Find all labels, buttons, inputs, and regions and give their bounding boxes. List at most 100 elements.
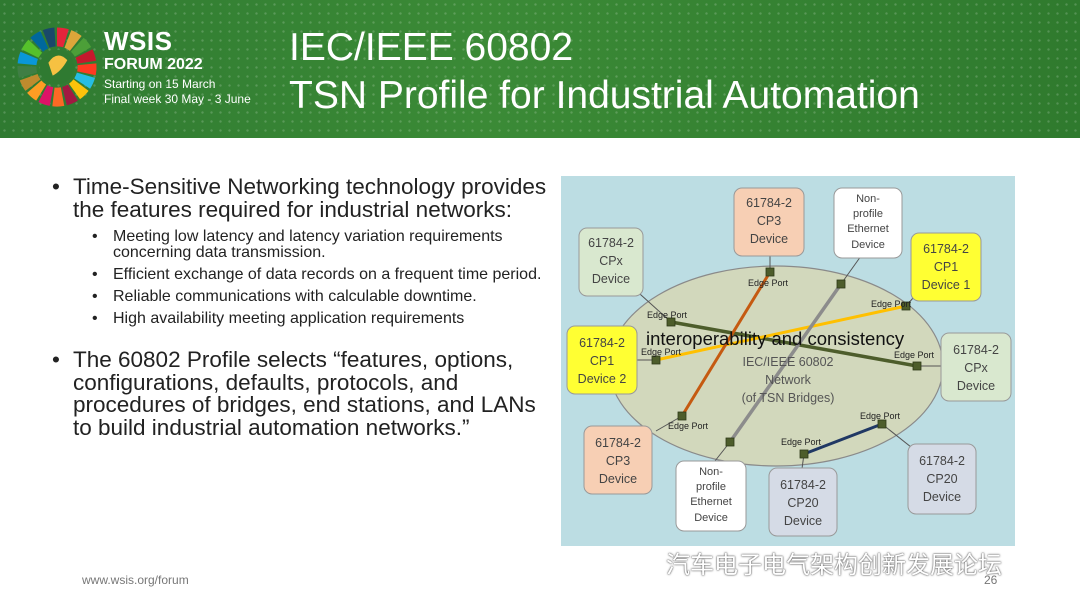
network-label-line3: (of TSN Bridges) — [742, 391, 835, 405]
logo-wheel-segment — [27, 80, 47, 101]
device-cp20-right: 61784-2 CP20 Device — [907, 443, 977, 515]
connector-nonprofile-top — [840, 255, 862, 285]
port-nonprofile-top — [836, 279, 846, 289]
final-week: Final week 30 May - 3 June — [104, 92, 251, 106]
logo-wheel-segment — [52, 87, 65, 107]
network-label-line2: Network — [765, 373, 812, 387]
svg-text:profile: profile — [696, 481, 726, 493]
svg-text:CP1: CP1 — [590, 354, 614, 368]
svg-text:Device 2: Device 2 — [578, 372, 627, 386]
watermark-text: 汽车电子电气架构创新发展论坛 — [666, 550, 1002, 579]
device-cp1-dev1: 61784-2 CP1 Device 1 — [910, 232, 982, 302]
svg-text:CP1: CP1 — [934, 260, 958, 274]
wsis-logo-text: WSIS — [104, 26, 173, 56]
slide-body: Time-Sensitive Networking technology pro… — [52, 175, 552, 439]
logo-wheel-segment — [19, 73, 41, 91]
svg-text:CP3: CP3 — [606, 454, 630, 468]
banner-texture — [0, 0, 1080, 138]
path-gray — [728, 282, 843, 444]
svg-text:Device: Device — [694, 512, 728, 524]
device-cpx-left: 61784-2 CPx Device — [578, 227, 644, 297]
sub-bullet: Efficient exchange of data records on a … — [92, 267, 552, 284]
logo-wheel-segment — [75, 49, 97, 64]
svg-text:61784-2: 61784-2 — [595, 436, 641, 450]
sub-bullet-list: Meeting low latency and latency variatio… — [52, 229, 552, 328]
bullet-tsn: Time-Sensitive Networking technology pro… — [52, 175, 552, 221]
svg-text:Device: Device — [784, 514, 822, 528]
interoperability-overlay: interoperability and consistency — [646, 328, 905, 349]
port-olive-left — [666, 317, 676, 327]
logo-wheel-segment — [74, 72, 96, 89]
port-cp20-mid — [799, 449, 809, 459]
logo-wheel-segment — [57, 27, 69, 48]
svg-text:Non-: Non- — [699, 466, 723, 478]
sub-bullet: High availability meeting application re… — [92, 311, 552, 328]
logo-wheel-segment — [64, 30, 82, 51]
network-label-line1: IEC/IEEE 60802 — [742, 355, 833, 369]
sub-bullet: Meeting low latency and latency variatio… — [92, 229, 552, 261]
device-cp1-dev2: 61784-2 CP1 Device 2 — [566, 325, 638, 395]
svg-text:CPx: CPx — [964, 361, 988, 375]
svg-text:Device: Device — [592, 272, 630, 286]
edge-port-label: Edge Port — [748, 278, 789, 288]
svg-text:61784-2: 61784-2 — [919, 454, 965, 468]
svg-text:61784-2: 61784-2 — [746, 196, 792, 210]
svg-text:Device 1: Device 1 — [922, 278, 971, 292]
svg-text:CP20: CP20 — [787, 496, 818, 510]
svg-text:Device: Device — [851, 239, 885, 251]
page-number: 26 — [984, 573, 998, 587]
svg-text:61784-2: 61784-2 — [780, 478, 826, 492]
device-cp20-mid: 61784-2 CP20 Device — [768, 467, 838, 537]
svg-text:61784-2: 61784-2 — [953, 343, 999, 357]
path-orange — [680, 271, 772, 417]
path-olive — [670, 320, 918, 368]
wechat-watermark: 汽车电子电气架构创新发展论坛 — [622, 546, 1002, 579]
slide-title-line2: TSN Profile for Industrial Automation — [289, 74, 920, 117]
device-cpx-right: 61784-2 CPx Device — [940, 332, 1012, 402]
svg-text:CPx: CPx — [599, 254, 623, 268]
bullet-60802-profile: The 60802 Profile selects “features, opt… — [52, 348, 552, 439]
device-cp3-bottom: 61784-2 CP3 Device — [583, 425, 653, 495]
logo-wheel-segment — [42, 27, 56, 48]
device-nonprofile-bottom: Non- profile Ethernet Device — [675, 460, 747, 532]
svg-text:61784-2: 61784-2 — [588, 236, 634, 250]
device-cp3-top: 61784-2 CP3 Device — [733, 187, 805, 257]
svg-text:Ethernet: Ethernet — [847, 223, 889, 235]
edge-port-label: Edge Port — [781, 437, 822, 447]
edge-port-label: Edge Port — [668, 421, 709, 431]
svg-text:CP3: CP3 — [757, 214, 781, 228]
sub-bullet: Reliable communications with calculable … — [92, 289, 552, 306]
svg-text:Device: Device — [957, 379, 995, 393]
edge-port-label: Edge Port — [894, 350, 935, 360]
forum-year: FORUM 2022 — [104, 56, 203, 73]
edge-port-label: Edge Port — [641, 347, 682, 357]
slide-title-line1: IEC/IEEE 60802 — [289, 26, 574, 69]
logo-wheel-segment — [70, 37, 92, 57]
edge-port-label: Edge Port — [860, 411, 901, 421]
logo-wheel-segment — [21, 39, 43, 58]
logo-wheel-segment — [38, 85, 54, 106]
logo-wheel-segment — [69, 79, 89, 100]
wechat-icon — [623, 549, 657, 574]
logo-wheel-segment — [30, 31, 49, 52]
logo-wheel-segment — [62, 84, 78, 106]
port-cp20-right — [877, 419, 887, 429]
svg-text:Device: Device — [923, 490, 961, 504]
port-cpx-right — [912, 361, 922, 371]
port-cp3-bottom — [677, 411, 687, 421]
footer-url: www.wsis.org/forum — [82, 573, 189, 587]
edge-port-label: Edge Port — [647, 310, 688, 320]
svg-text:Device: Device — [599, 472, 637, 486]
edge-port-label: Edge Port — [871, 299, 912, 309]
svg-text:Ethernet: Ethernet — [690, 496, 732, 508]
port-cp1-dev1 — [901, 301, 911, 311]
header-banner: WSIS FORUM 2022 Starting on 15 March Fin… — [0, 0, 1080, 138]
wsis-logo-wheel-icon — [17, 27, 97, 107]
port-cp1-dev2 — [651, 355, 661, 365]
path-gold — [655, 304, 907, 362]
svg-text:Non-: Non- — [856, 193, 880, 205]
port-cp3-top — [765, 267, 775, 277]
device-nonprofile-top: Non- profile Ethernet Device — [833, 187, 903, 259]
logo-wheel-segment — [17, 65, 38, 78]
path-navy — [803, 422, 883, 456]
